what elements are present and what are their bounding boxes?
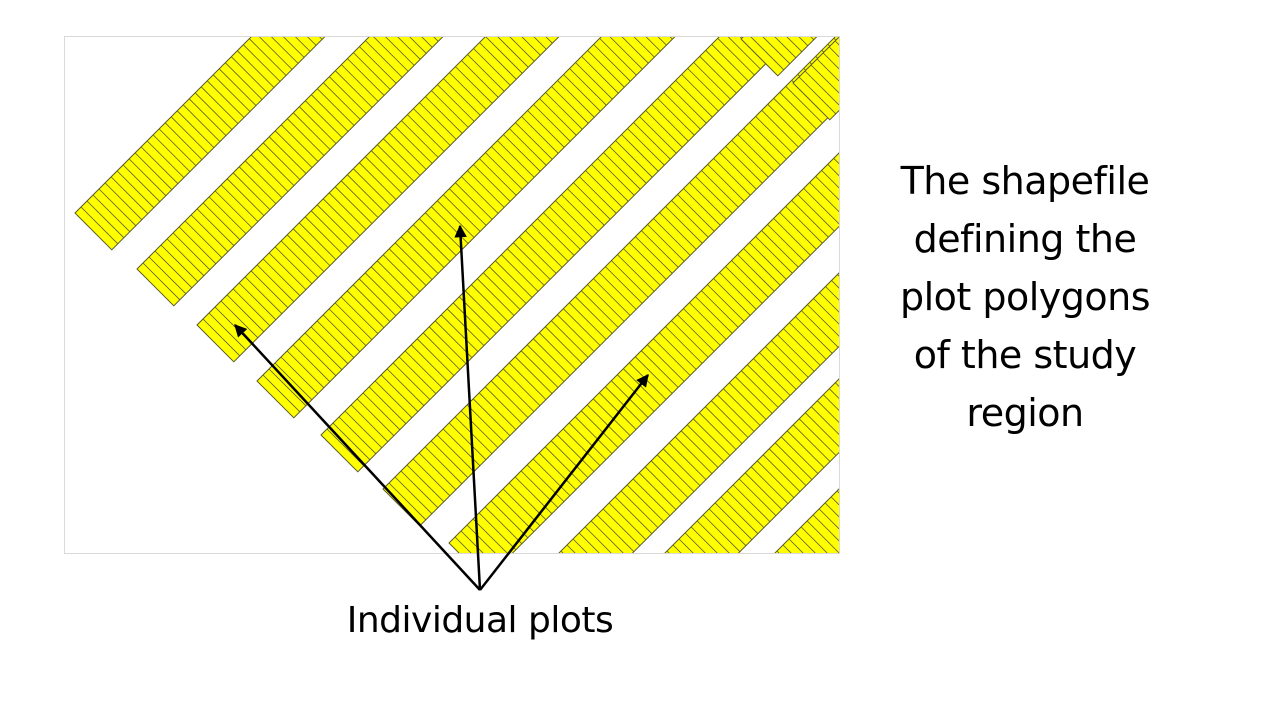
plot-boundaries bbox=[750, 37, 815, 71]
plot-polygons-layer bbox=[74, 37, 839, 553]
caption-line: region bbox=[966, 391, 1084, 435]
plot-boundaries bbox=[798, 40, 839, 115]
plot-strip bbox=[792, 37, 839, 121]
plot-strip-outline bbox=[740, 37, 818, 77]
slide-caption: The shapefile defining the plot polygons… bbox=[870, 152, 1180, 442]
caption-line: plot polygons bbox=[899, 275, 1151, 319]
plot-boundaries bbox=[202, 37, 559, 357]
shapefile-map bbox=[64, 36, 840, 554]
plot-boundaries bbox=[80, 37, 323, 245]
plot-strip-outline bbox=[136, 37, 444, 307]
plot-strip-outline bbox=[74, 37, 326, 251]
plot-strip bbox=[664, 378, 839, 553]
plot-strip bbox=[774, 488, 839, 553]
plot-strip-outline bbox=[196, 37, 560, 363]
plot-strip bbox=[74, 37, 326, 251]
individual-plots-label: Individual plots bbox=[346, 600, 614, 641]
caption-line: defining the bbox=[913, 217, 1137, 261]
plot-strip bbox=[740, 37, 818, 77]
plot-strip-outline bbox=[664, 378, 839, 553]
plot-strip bbox=[136, 37, 444, 307]
caption-line: of the study bbox=[913, 333, 1137, 377]
plot-strip bbox=[196, 37, 560, 363]
caption-line: The shapefile bbox=[900, 159, 1150, 203]
plot-boundaries bbox=[142, 37, 439, 301]
plot-boundaries bbox=[666, 382, 839, 553]
